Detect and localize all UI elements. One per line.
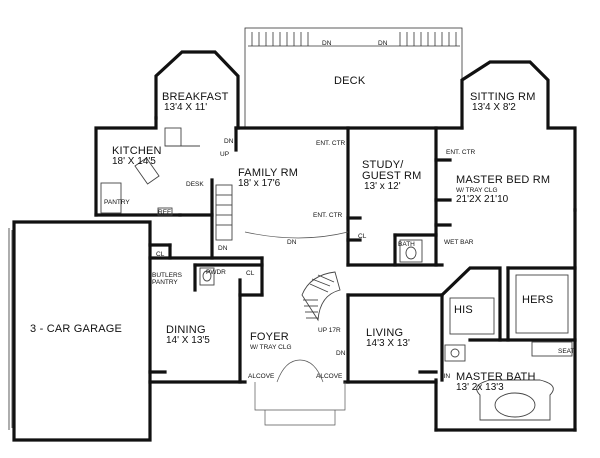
- dn-foyer: DN: [336, 350, 346, 357]
- butlers-pantry-label: PANTRY: [152, 279, 178, 286]
- interior-walls: [148, 126, 577, 384]
- study-dim: 13' x 12': [364, 181, 401, 192]
- cl-2: CL: [156, 251, 165, 258]
- dining-dim: 14' X 13'5: [166, 335, 210, 346]
- dn-deck-1: DN: [322, 40, 332, 47]
- up-17r-label: UP 17R: [318, 327, 341, 334]
- dn-deck-2: DN: [378, 40, 388, 47]
- kitchen-label: KITCHEN: [112, 145, 162, 157]
- living-label: LIVING: [366, 327, 403, 339]
- alcove-2: ALCOVE: [316, 373, 343, 380]
- cl-1: CL: [358, 233, 367, 240]
- seat-label: SEAT: [558, 348, 575, 355]
- dn-family: DN: [287, 239, 297, 246]
- dining-label: DINING: [166, 324, 206, 336]
- kitchen-dim: 18' X 14'5: [112, 156, 156, 167]
- garage-label: 3 - CAR GARAGE: [30, 323, 122, 335]
- breakfast-dim: 13'4 X 11': [164, 102, 207, 113]
- wet-bar-label: WET BAR: [444, 239, 474, 246]
- fixtures: [100, 127, 573, 426]
- study-label: STUDY/: [362, 159, 404, 171]
- master-bed-sub: W/ TRAY CLG: [456, 187, 498, 194]
- sitting-dim: 13'4 X 8'2: [472, 102, 516, 113]
- dn-stair: DN: [218, 245, 228, 252]
- alcove-1: ALCOVE: [248, 373, 275, 380]
- pantry-small-label: PANTRY: [104, 199, 130, 206]
- room-labels: DECK BREAKFAST 13'4 X 11' SITTING RM 13'…: [30, 75, 553, 393]
- ent-ctr-3: ENT. CTR: [446, 149, 476, 156]
- deck-label: DECK: [334, 75, 366, 87]
- sitting-label: SITTING RM: [470, 91, 536, 103]
- lin-label: LIN: [440, 373, 450, 380]
- pwdr-label: PWDR: [206, 269, 226, 276]
- bath-label: BATH: [398, 241, 415, 248]
- master-bed-label: MASTER BED RM: [456, 174, 550, 186]
- cl-3: CL: [246, 270, 255, 277]
- master-bath-dim: 13' 2x 13'3: [456, 382, 504, 393]
- ref-label: REF: [158, 209, 171, 216]
- foyer-label: FOYER: [250, 331, 289, 343]
- dn-kitchen: DN: [224, 138, 234, 145]
- garage-doors: [8, 228, 13, 430]
- exterior-walls: [12, 50, 577, 442]
- ent-ctr-1: ENT. CTR: [316, 140, 346, 147]
- master-bath-label: MASTER BATH: [456, 371, 536, 383]
- breakfast-label: BREAKFAST: [162, 91, 229, 103]
- living-dim: 14'3 X 13': [366, 338, 410, 349]
- desk-label: DESK: [186, 181, 204, 188]
- his-label: HIS: [454, 304, 473, 316]
- annotations: DN DN DN UP DESK PANTRY REF DN DN ENT. C…: [104, 40, 575, 380]
- foyer-sub: W/ TRAY CLG: [250, 344, 292, 351]
- ent-ctr-2: ENT. CTR: [313, 212, 343, 219]
- study-label-2: GUEST RM: [362, 170, 421, 182]
- hers-label: HERS: [522, 294, 553, 306]
- master-bed-dim: 21'2X 21'10: [456, 194, 509, 205]
- butlers-label: BUTLERS: [152, 272, 183, 279]
- family-dim: 18' x 17'6: [238, 178, 281, 189]
- up-kitchen: UP: [220, 151, 229, 158]
- family-label: FAMILY RM: [238, 167, 298, 179]
